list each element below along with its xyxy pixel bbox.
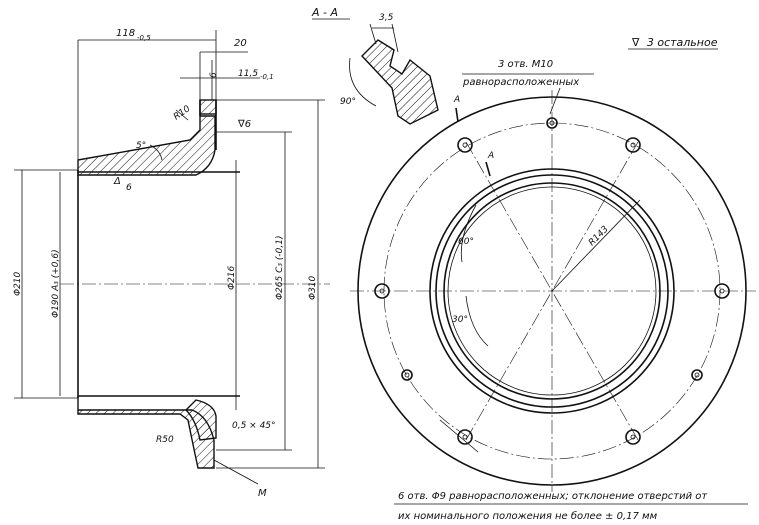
finish-others-symbol: ∇ (631, 36, 640, 49)
section-label: А - А (311, 6, 338, 19)
section-mark-a-top: А (453, 95, 460, 105)
dim-11-5-tolerance: -0,1 (260, 73, 274, 81)
finish-others-text: 3 остальное (647, 36, 718, 49)
hole-d9 (457, 429, 473, 445)
note-d9-line2: их номинального положения не более ± 0,1… (398, 510, 658, 522)
section-aa-detail: А - А 3,5 90° (311, 6, 439, 125)
hole-m10 (401, 369, 413, 381)
dim-finish-6: 6 (126, 183, 132, 193)
dim-118-tolerance: -0,5 (137, 34, 151, 42)
dim-angle-5: 5° (136, 141, 146, 151)
hole-m10 (546, 117, 558, 129)
detail-angle-90: 90° (340, 97, 356, 107)
label-m: M (258, 488, 267, 499)
upper-flange-tip (199, 99, 217, 115)
dim-d210: Φ210 (13, 271, 23, 296)
dim-angle-60: 60° (458, 237, 474, 247)
dim-d190: Φ190 A₃ (+0,6) (51, 249, 61, 318)
dim-d265: Φ265 C₃ (-0,1) (275, 236, 285, 300)
dim-118: 118 (116, 28, 135, 39)
dim-chamfer: 0,5 × 45° (232, 421, 276, 431)
dim-d216: Φ216 (227, 265, 237, 290)
hole-d9 (625, 137, 641, 153)
section-mark-a-bottom: А (487, 151, 494, 161)
dim-angle-30: 30° (452, 315, 468, 325)
dim-20: 20 (234, 38, 247, 49)
hole-d9 (714, 283, 730, 299)
dim-r50: R50 (156, 435, 174, 445)
dim-flat-6: 6 (209, 72, 219, 78)
finish-others: ∇ 3 остальное (631, 36, 718, 49)
lower-flange-section (185, 399, 217, 441)
detail-profile (361, 39, 439, 125)
hole-d9 (625, 429, 641, 445)
side-section-view (14, 30, 330, 469)
hole-m10 (691, 369, 703, 381)
note-m10-line1: 3 отв. М10 (498, 59, 553, 70)
dim-d310: Φ310 (308, 275, 318, 300)
hole-d9 (457, 137, 473, 153)
detail-dim-3-5: 3,5 (379, 13, 394, 23)
finish-local: ∇6 (237, 119, 251, 130)
dim-r143: R143 (587, 224, 611, 248)
dim-11-5: 11,5 (238, 69, 258, 79)
upper-wall-section (77, 115, 216, 176)
note-m10-line2: равнорасположенных (462, 77, 579, 88)
front-view: А А R143 60° 30° (350, 90, 756, 492)
note-d9-line1: 6 отв. Φ9 равнорасположенных; отклонение… (398, 491, 708, 502)
dim-r10: R10 (172, 104, 192, 123)
hole-d9 (374, 283, 390, 299)
finish-6-symbol: Δ (113, 176, 121, 187)
